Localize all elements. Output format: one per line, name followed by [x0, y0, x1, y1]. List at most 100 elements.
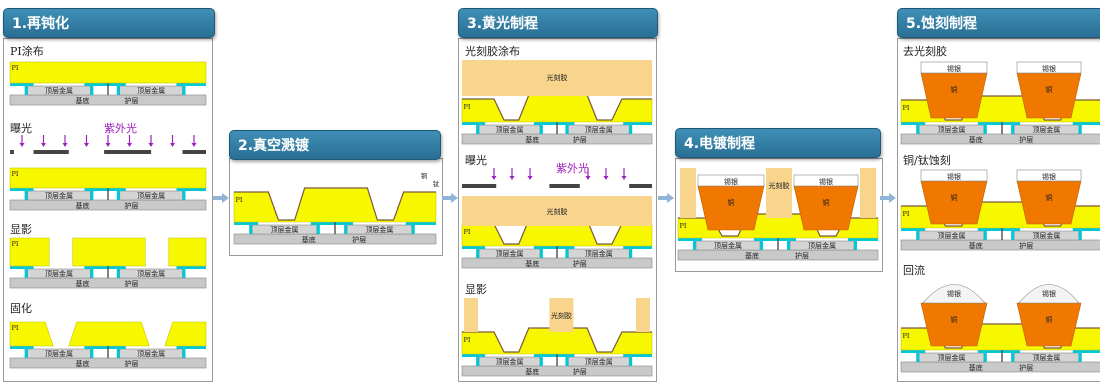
passivation-layer — [977, 122, 1021, 125]
copper-label: 铜 — [1046, 193, 1053, 202]
metal-label: 顶层金属 — [938, 125, 966, 134]
copper-bump — [1016, 72, 1082, 119]
metal-label: 顶层金属 — [365, 225, 393, 234]
protect-label: 护层 — [125, 96, 139, 105]
passivation-layer — [1072, 228, 1100, 231]
passivation-layer — [310, 222, 354, 225]
passivation-layer — [1011, 228, 1015, 240]
uv-arrowhead — [527, 176, 533, 180]
passivation-layer — [182, 83, 186, 95]
divider-line — [107, 83, 109, 95]
passivation-layer — [1011, 350, 1015, 362]
uv-arrowhead — [41, 143, 46, 147]
step-title-3: 3.黄光制程 — [458, 8, 658, 38]
pi-label: PI — [680, 222, 687, 230]
passivation-layer — [24, 266, 28, 278]
tin-silver-cap — [920, 169, 988, 182]
passivation-layer — [176, 83, 206, 86]
passivation-layer — [693, 238, 696, 250]
metal-label: 顶层金属 — [496, 357, 524, 366]
pi-label: PI — [464, 228, 471, 236]
passivation-layer — [983, 122, 987, 134]
label-resist-strip: 去光刻胶 — [903, 45, 947, 58]
passivation-layer — [462, 246, 486, 249]
substrate-layer — [677, 249, 879, 261]
divider-line — [556, 354, 558, 366]
metal-label: 顶层金属 — [45, 86, 73, 95]
uv-arrowhead — [105, 143, 111, 147]
substrate-layer — [9, 357, 207, 369]
metal-label: 顶层金属 — [938, 231, 966, 240]
titanium-label: 钛 — [433, 179, 440, 188]
uv-arrowhead — [62, 143, 68, 147]
pi-layer — [9, 61, 207, 84]
protect-label: 护层 — [1019, 135, 1033, 144]
label-develop-3: 显影 — [465, 283, 487, 296]
tin-silver-cap — [793, 174, 859, 187]
copper-label: 铜 — [728, 198, 735, 207]
pi-layer — [168, 237, 207, 267]
flow-arrow-1 — [213, 193, 229, 203]
substrate-layer — [900, 239, 1100, 251]
uv-arrowhead — [603, 176, 609, 180]
copper-bump — [793, 185, 859, 231]
passivation-layer — [411, 222, 415, 234]
copper-label: 铜 — [1046, 85, 1053, 94]
copper-label: 铜 — [1046, 315, 1053, 324]
pi-layer — [9, 167, 207, 189]
passivation-layer — [90, 188, 94, 200]
uv-arrowhead — [170, 143, 175, 147]
passivation-layer — [539, 246, 543, 258]
label-reflow: 回流 — [903, 264, 925, 277]
pi-label: PI — [12, 240, 19, 248]
passivation-layer — [316, 222, 320, 234]
photoresist-block — [680, 168, 696, 218]
photoresist-label: 光刻胶 — [769, 181, 790, 190]
photoresist-label: 光刻胶 — [547, 207, 568, 216]
passivation-layer — [344, 222, 348, 234]
divider-line — [1001, 122, 1003, 134]
substrate-layer — [9, 277, 207, 289]
divider-line — [107, 346, 109, 358]
substrate-label: 基底 — [525, 367, 539, 376]
tin-silver-label: 锡银 — [724, 177, 738, 186]
substrate-label: 基底 — [76, 201, 90, 210]
passivation-layer — [916, 228, 920, 240]
substrate-label: 基底 — [525, 135, 539, 144]
protect-label: 护层 — [573, 135, 587, 144]
passivation-layer — [476, 122, 480, 134]
passivation-layer — [983, 228, 987, 240]
passivation-layer — [90, 346, 94, 358]
substrate-label: 基底 — [969, 135, 983, 144]
passivation-layer — [90, 266, 94, 278]
substrate-label: 基底 — [302, 235, 316, 244]
passivation-layer — [1072, 350, 1100, 353]
passivation-layer — [24, 188, 28, 200]
passivation-layer — [84, 346, 126, 349]
metal-label: 顶层金属 — [137, 349, 165, 358]
substrate-layer — [461, 365, 653, 377]
metal-label: 顶层金属 — [808, 241, 836, 250]
pi-layer — [68, 321, 150, 347]
passivation-layer — [854, 238, 857, 250]
pi-layer — [233, 187, 437, 223]
uv-arrowhead — [585, 176, 591, 180]
flow-arrow-2 — [442, 193, 458, 203]
passivation-layer — [623, 354, 652, 357]
label-pi-coating: PI涂布 — [10, 45, 44, 58]
tin-silver-dome — [1018, 284, 1080, 304]
copper-bump — [1016, 180, 1082, 225]
pi-label: PI — [12, 170, 19, 178]
passivation-layer — [249, 222, 253, 234]
substrate-layer — [461, 133, 653, 145]
passivation-layer — [565, 246, 569, 258]
substrate-layer — [9, 94, 207, 106]
protect-label: 护层 — [125, 359, 139, 368]
label-resist-coating: 光刻胶涂布 — [465, 45, 520, 58]
passivation-layer — [176, 266, 206, 269]
protect-label: 护层 — [795, 251, 809, 260]
passivation-layer — [182, 346, 186, 358]
pi-layer — [9, 321, 54, 347]
passivation-layer — [760, 238, 763, 250]
